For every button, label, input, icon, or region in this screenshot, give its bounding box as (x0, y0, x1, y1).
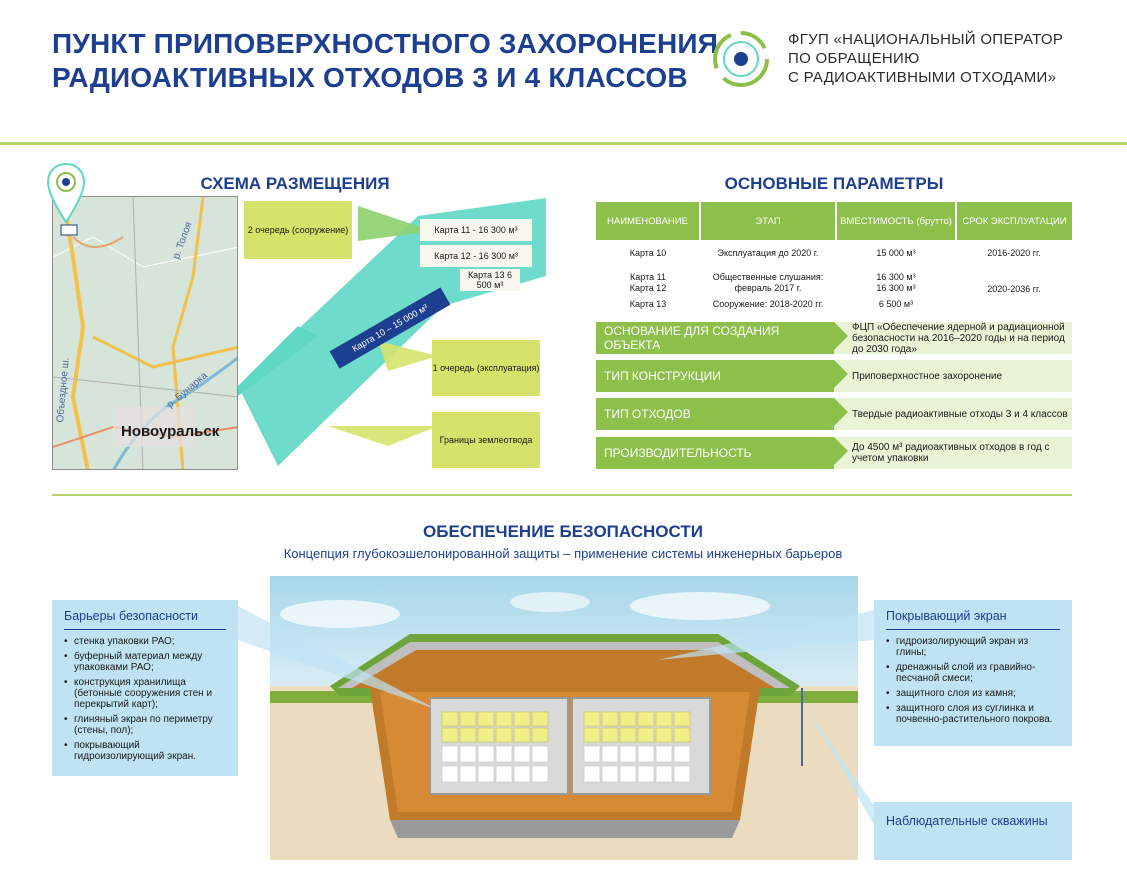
header-divider (0, 142, 1127, 145)
list-item: дренажный слой из гравийно-песчаной смес… (886, 662, 1060, 684)
logo-icon (713, 31, 769, 87)
col-header-term: СРОК ЭКСПЛУАТАЦИИ (956, 202, 1072, 240)
wells-title: Наблюдательные скважины (886, 814, 1048, 828)
map-pin-icon (46, 162, 86, 224)
list-item: защитного слоя из камня; (886, 688, 1060, 699)
col-header-capacity: ВМЕСТИМОСТЬ (брутто) (836, 202, 957, 240)
karta12-label: Карта 12 - 16 300 м³ (420, 245, 532, 267)
param-prod-row: ПРОИЗВОДИТЕЛЬНОСТЬ До 4500 м³ радиоактив… (596, 437, 1072, 469)
cell-capacity: 16 300 м³ 16 300 м³ (876, 272, 916, 293)
param-type-row: ТИП КОНСТРУКЦИИ Приповерхностное захорон… (596, 360, 1072, 392)
param-basis-label: ОСНОВАНИЕ ДЛЯ СОЗДАНИЯ ОБЪЕКТА (596, 322, 848, 354)
param-type-value: Приповерхностное захоронение (852, 370, 1003, 382)
cover-list: гидроизолирующий экран из глины; дренажн… (874, 630, 1072, 725)
list-item: буферный материал между упаковками РАО; (64, 651, 226, 673)
param-type-label: ТИП КОНСТРУКЦИИ (596, 360, 848, 392)
location-map: Новоуральск р. Толоя р. Бунарка Объездно… (52, 196, 238, 470)
barriers-box: Барьеры безопасности стенка упаковки РАО… (52, 600, 238, 776)
cell-name: Карта 13 (629, 298, 667, 309)
borders-label: Границы землеотвода (432, 412, 540, 468)
param-waste-label: ТИП ОТХОДОВ (596, 398, 848, 430)
list-item: стенка упаковки РАО; (64, 636, 226, 647)
cell-stage: Эксплуатация до 2020 г. (717, 247, 819, 258)
page-title-line2: РАДИОАКТИВНЫХ ОТХОДОВ 3 И 4 КЛАССОВ (52, 62, 688, 93)
map-city-label: Новоуральск (121, 423, 220, 440)
list-item: глиняный экран по периметру (стены, пол)… (64, 714, 226, 736)
callout-connectors (238, 606, 874, 825)
karta11-label: Карта 11 - 16 300 м³ (420, 219, 532, 241)
cover-rule (886, 629, 1060, 630)
cell-term: 2020-2036 гг. (987, 284, 1041, 294)
param-waste-row: ТИП ОТХОДОВ Твердые радиоактивные отходы… (596, 398, 1072, 430)
params-title: ОСНОВНЫЕ ПАРАМЕТРЫ (724, 174, 944, 193)
barriers-title: Барьеры безопасности (64, 609, 199, 623)
karta13-label: Карта 13 6 500 м³ (460, 269, 520, 291)
page-title-line1: ПУНКТ ПРИПОВЕРХНОСТНОГО ЗАХОРОНЕНИЯ (52, 28, 719, 59)
cell-capacity: 6 500 м³ (878, 298, 914, 309)
params-table: НАИМЕНОВАНИЕ ЭТАП ВМЕСТИМОСТЬ (брутто) С… (596, 202, 1072, 313)
queue2-label: 2 очередь (сооружение) (244, 201, 352, 259)
table-row: Карта 11 Карта 12 Общественные слушания:… (596, 266, 1072, 295)
cell-capacity: 15 000 м³ (876, 247, 916, 258)
param-prod-label: ПРОИЗВОДИТЕЛЬНОСТЬ (596, 437, 848, 469)
barriers-rule (64, 629, 226, 630)
org-name-line2: ПО ОБРАЩЕНИЮ (788, 50, 920, 67)
scheme-title: СХЕМА РАЗМЕЩЕНИЯ (200, 174, 390, 193)
list-item: гидроизолирующий экран из глины; (886, 636, 1060, 658)
table-row: Карта 10 Эксплуатация до 2020 г. 15 000 … (596, 240, 1072, 266)
cell-term: 2016-2020 гг. (987, 247, 1041, 258)
list-item: защитного слоя из суглинка и почвенно-ра… (886, 703, 1060, 725)
param-basis-row: ОСНОВАНИЕ ДЛЯ СОЗДАНИЯ ОБЪЕКТА ФЦП «Обес… (596, 321, 1072, 355)
cell-name: Карта 10 (629, 247, 667, 258)
safety-subtitle: Концепция глубокоэшелонированной защиты … (283, 546, 843, 561)
org-name-line3: С РАДИОАКТИВНЫМИ ОТХОДАМИ» (788, 69, 1057, 86)
cover-title: Покрывающий экран (886, 609, 1007, 623)
cover-box: Покрывающий экран гидроизолирующий экран… (874, 600, 1072, 746)
cell-stage: Сооружение: 2018-2020 гг. (712, 298, 824, 309)
cell-name: Карта 11 Карта 12 (629, 272, 667, 293)
list-item: конструкция хранилища (бетонные сооружен… (64, 677, 226, 710)
param-waste-value: Твердые радиоактивные отходы 3 и 4 класс… (852, 408, 1068, 420)
safety-title: ОБЕСПЕЧЕНИЕ БЕЗОПАСНОСТИ (423, 522, 703, 541)
map-roads (53, 197, 237, 469)
list-item: покрывающий гидроизолирующий экран. (64, 740, 226, 762)
section-divider (52, 494, 1072, 496)
col-header-name: НАИМЕНОВАНИЕ (596, 202, 701, 240)
barriers-list: стенка упаковки РАО; буферный материал м… (52, 630, 238, 762)
param-basis-value: ФЦП «Обеспечение ядерной и радиационной … (852, 321, 1065, 355)
disposal-illustration (270, 576, 858, 860)
col-header-stage: ЭТАП (700, 202, 837, 240)
cell-stage: Общественные слушания: февраль 2017 г. (712, 272, 824, 293)
queue1-label: 1 очередь (эксплуатация) (432, 340, 540, 396)
wells-box: Наблюдательные скважины (874, 802, 1072, 860)
table-row: Карта 13 Сооружение: 2018-2020 гг. 6 500… (596, 295, 1072, 313)
org-name-line1: ФГУП «НАЦИОНАЛЬНЫЙ ОПЕРАТОР (788, 31, 1064, 48)
param-prod-value: До 4500 м³ радиоактивных отходов в год с… (852, 442, 1050, 464)
